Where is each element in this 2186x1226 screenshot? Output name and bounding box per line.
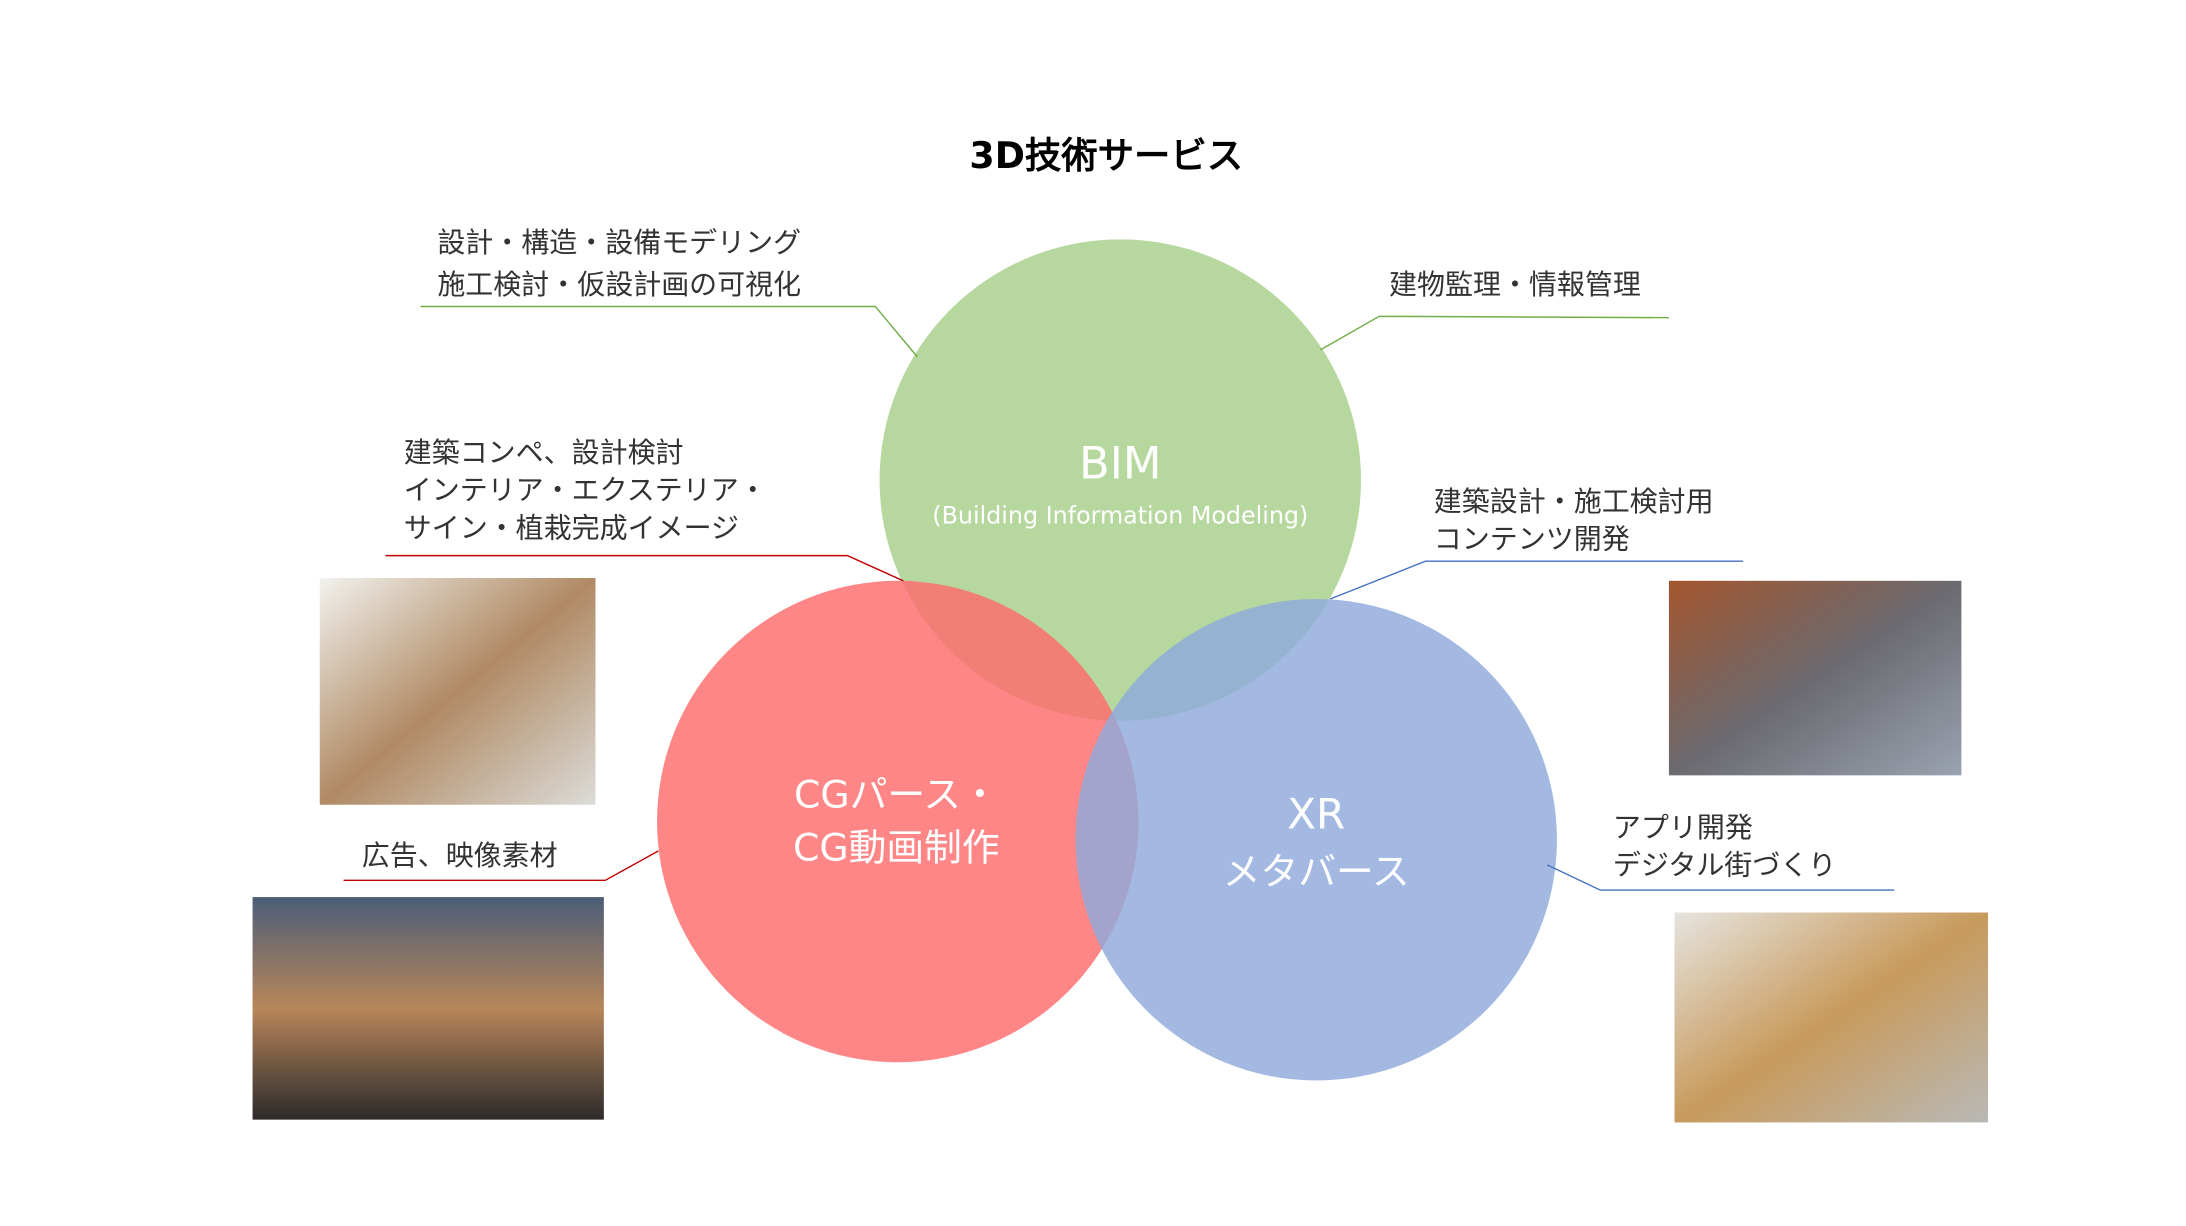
night-building-image <box>252 897 604 1120</box>
bim-subtitle: (Building Information Modeling) <box>932 501 1308 529</box>
diagram-title: 3D技術サービス <box>969 134 1243 177</box>
cg-upper-label-3: サイン・植栽完成イメージ <box>404 511 739 544</box>
xr-line2: メタバース <box>1223 850 1410 894</box>
cg-line2: CG動画制作 <box>793 826 1000 870</box>
xr-lower-leader <box>1546 864 1895 891</box>
bim-circle <box>879 239 1362 721</box>
cg-lower-leader <box>343 850 659 882</box>
xr-line1: XR <box>1287 790 1345 839</box>
xr-lower-label-1: アプリ開発 <box>1613 811 1753 844</box>
cg-lower-label: 広告、映像素材 <box>362 839 558 872</box>
tablet-ar-image <box>1674 912 1989 1123</box>
cg-upper-label-2: インテリア・エクステリア・ <box>404 474 767 507</box>
bim-right-leader <box>1320 315 1669 351</box>
cg-circle <box>657 580 1139 1063</box>
bim-left-leader <box>420 305 918 358</box>
bim-left-label-2: 施工検討・仮設計画の可視化 <box>437 268 801 301</box>
building-cutaway-image <box>319 578 596 805</box>
cg-upper-leader <box>385 554 904 582</box>
xr-lower-label-2: デジタル街づくり <box>1613 849 1836 882</box>
bim-right-label: 建物監理・情報管理 <box>1389 268 1641 301</box>
bim-left-label-1: 設計・構造・設備モデリング <box>437 226 801 259</box>
xr-upper-leader <box>1329 560 1744 600</box>
rebar-inspection-image <box>1668 580 1962 776</box>
xr-upper-label-2: コンテンツ開発 <box>1434 523 1630 556</box>
xr-circle <box>1075 599 1557 1081</box>
cg-line1: CGパース・ <box>794 773 999 817</box>
cg-upper-label-1: 建築コンペ、設計検討 <box>404 436 684 469</box>
xr-upper-label-1: 建築設計・施工検討用 <box>1434 485 1714 518</box>
bim-title: BIM <box>1079 437 1162 490</box>
